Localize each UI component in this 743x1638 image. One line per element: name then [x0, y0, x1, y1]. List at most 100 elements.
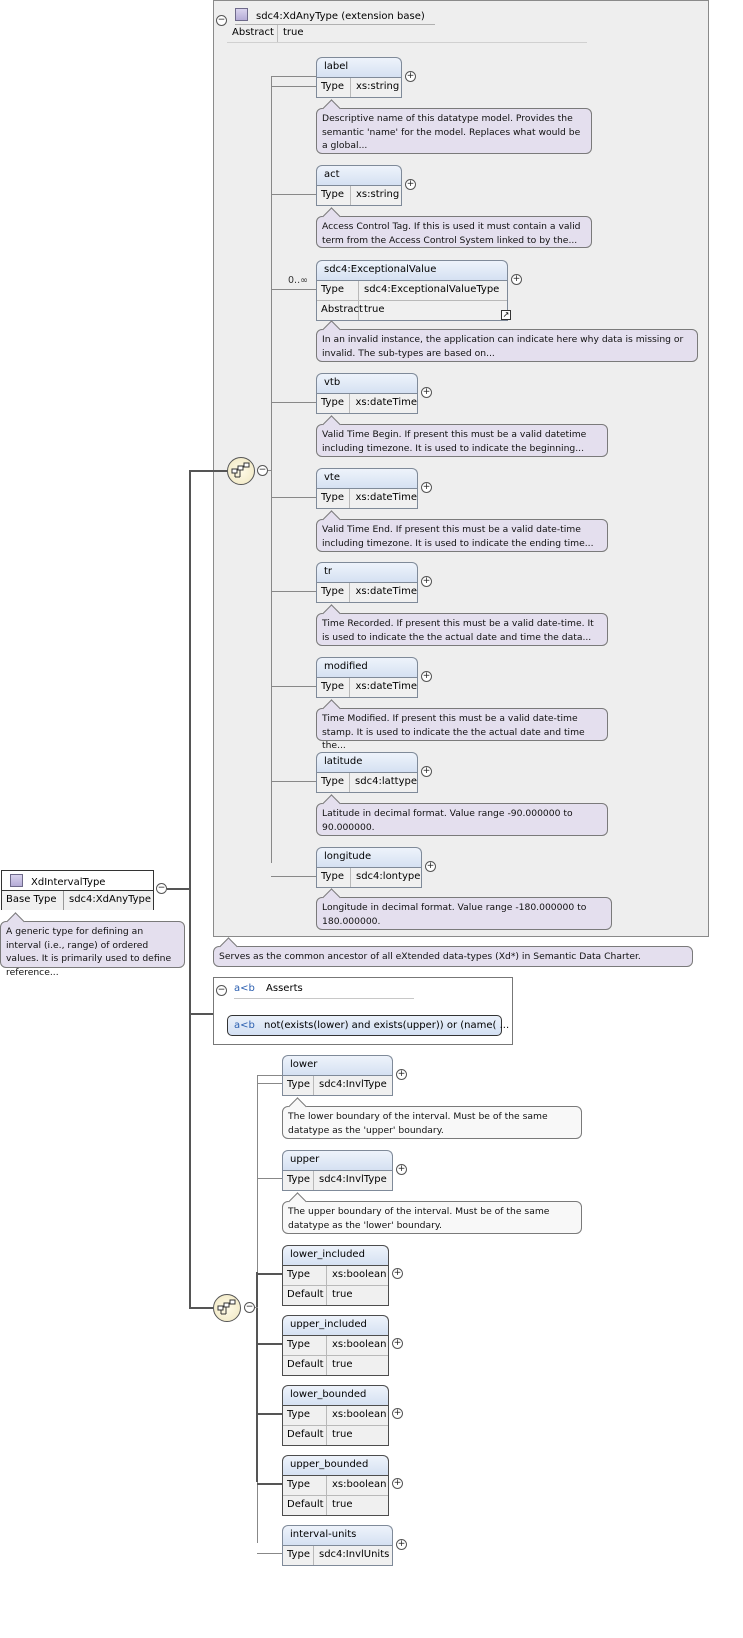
type-value: sdc4:InvlUnits [319, 1549, 390, 1560]
collapse-root-icon[interactable]: − [156, 883, 167, 894]
own-branch-line [257, 1083, 282, 1084]
type-key: Type [317, 394, 351, 413]
type-value: xs:boolean [332, 1339, 387, 1350]
collapse-asserts-icon[interactable]: − [216, 985, 227, 996]
element-name: sdc4:ExceptionalValue [316, 260, 508, 280]
collapse-own-sequence-icon[interactable]: − [244, 1302, 255, 1313]
expand-icon[interactable]: + [396, 1164, 407, 1175]
expand-icon[interactable]: + [421, 766, 432, 777]
element-doc-text: Latitude in decimal format. Value range … [322, 808, 573, 833]
expand-icon[interactable]: + [421, 576, 432, 587]
assert-expression-text: not(exists(lower) and exists(upper)) or … [264, 1020, 510, 1031]
expand-icon[interactable]: + [392, 1268, 403, 1279]
extension-abstract-row: Abstract true [227, 25, 587, 43]
expand-icon[interactable]: + [392, 1338, 403, 1349]
type-key: Type [283, 1546, 314, 1565]
root-type-title: XdIntervalType [2, 871, 153, 891]
trunk-to-own-seq [189, 1307, 213, 1309]
expand-icon[interactable]: + [392, 1478, 403, 1489]
own-branch-line [257, 1178, 282, 1179]
ext-branch-line [271, 402, 316, 403]
sequence-compositor-icon [227, 457, 255, 485]
element-doc: Time Modified. If present this must be a… [316, 699, 608, 751]
type-key: Type [317, 773, 351, 792]
expand-icon[interactable]: + [405, 71, 416, 82]
expand-icon[interactable]: + [425, 861, 436, 872]
element-doc-text: Descriptive name of this datatype model.… [322, 113, 581, 151]
own-sequence-compositor-icon [213, 1294, 241, 1322]
assert-expression[interactable]: a<b not(exists(lower) and exists(upper))… [227, 1015, 509, 1036]
type-key: Type [283, 1266, 327, 1285]
expand-icon[interactable]: + [421, 387, 432, 398]
root-base-key: Base Type [2, 891, 64, 910]
ext-branch-line [271, 194, 316, 195]
expand-icon[interactable]: + [405, 179, 416, 190]
own-branch-bold [256, 1272, 258, 1482]
ext-branch-line [271, 497, 316, 498]
substitution-arrow-icon[interactable]: ↗ [501, 310, 511, 320]
element-doc: Time Recorded. If present this must be a… [316, 604, 608, 646]
expand-icon[interactable]: + [396, 1069, 407, 1080]
collapse-extension-icon[interactable]: − [216, 15, 227, 26]
root-type-box: XdIntervalType Base Type sdc4:XdAnyType [1, 870, 154, 910]
default-value: true [332, 1289, 353, 1300]
type-key: Type [283, 1076, 314, 1095]
expand-icon[interactable]: + [421, 482, 432, 493]
type-value: xs:dateTime [355, 492, 417, 503]
collapse-ext-sequence-icon[interactable]: − [257, 465, 268, 476]
element-doc-text: Time Recorded. If present this must be a… [322, 618, 594, 643]
complex-type-icon [10, 874, 23, 887]
element-doc-text: Access Control Tag. If this is used it m… [322, 221, 581, 246]
element-props: Type sdc4:InvlUnits [282, 1545, 393, 1566]
element-name: modified [316, 657, 418, 677]
element-doc: In an invalid instance, the application … [316, 320, 698, 362]
type-value: sdc4:ExceptionalValueType [364, 284, 500, 295]
trunk-to-ext [189, 470, 227, 472]
expand-icon[interactable]: + [421, 671, 432, 682]
element-name: vtb [316, 373, 418, 393]
expand-icon[interactable]: + [392, 1408, 403, 1419]
expand-icon[interactable]: + [511, 274, 522, 285]
element-name: vte [316, 468, 418, 488]
type-value: xs:string [356, 81, 400, 92]
element-name: upper [282, 1150, 393, 1170]
element-doc: Latitude in decimal format. Value range … [316, 794, 608, 836]
type-value: sdc4:lattype [355, 776, 417, 787]
type-value: xs:boolean [332, 1479, 387, 1490]
element-doc-text: The lower boundary of the interval. Must… [288, 1111, 548, 1136]
own-branch-line [257, 1343, 282, 1345]
element-props: Type sdc4:lattype [316, 772, 418, 793]
element-doc: Valid Time End. If present this must be … [316, 510, 608, 552]
own-branch-top [257, 1075, 282, 1076]
default-value: true [332, 1499, 353, 1510]
element-doc: The lower boundary of the interval. Must… [282, 1097, 582, 1139]
trunk-to-asserts [189, 1013, 213, 1015]
element-name: upper_included [282, 1315, 389, 1335]
expand-icon[interactable]: + [396, 1539, 407, 1550]
type-value: sdc4:InvlType [319, 1174, 387, 1185]
element-name: upper_bounded [282, 1455, 389, 1475]
asserts-header: a<b Asserts [234, 983, 414, 999]
element-doc: The upper boundary of the interval. Must… [282, 1192, 582, 1234]
